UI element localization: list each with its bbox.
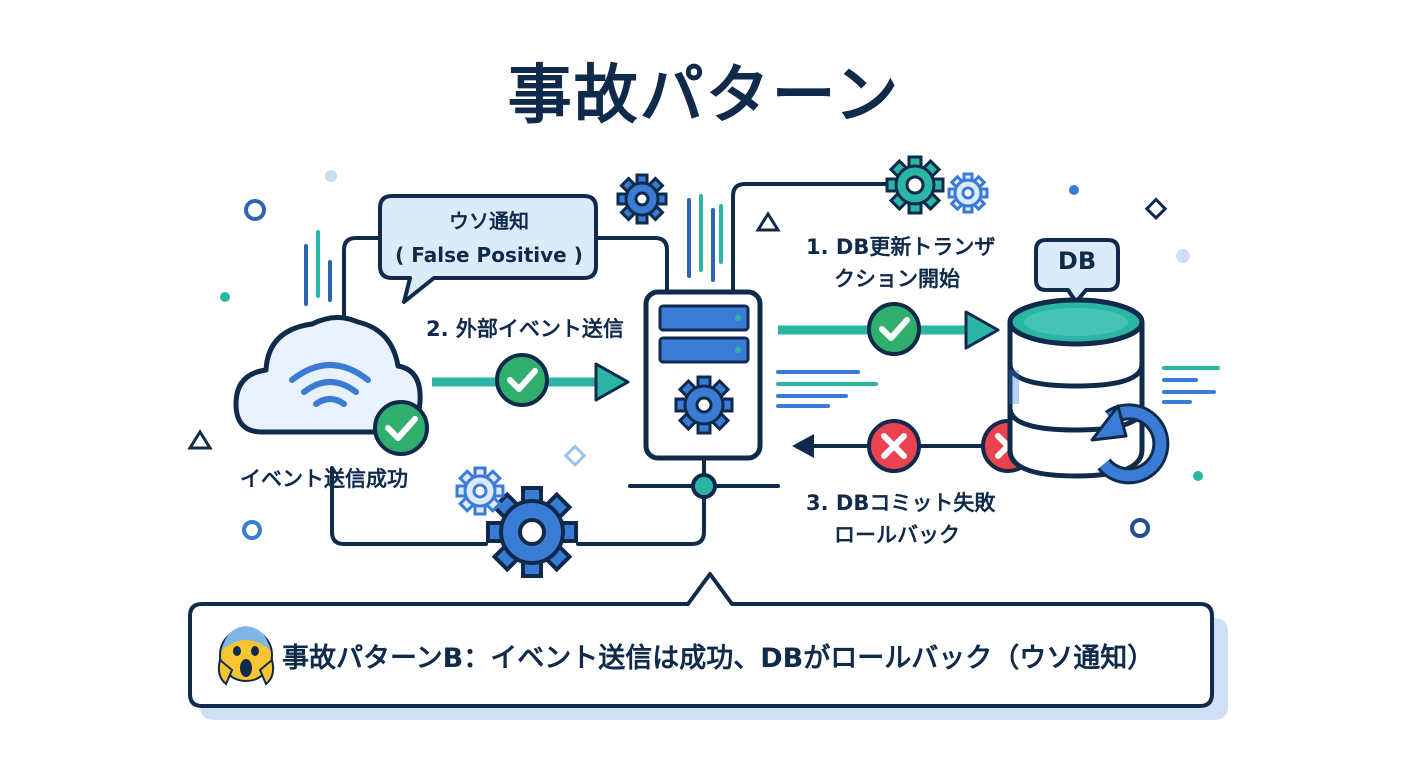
gear-icon-bottom-small bbox=[455, 466, 505, 516]
gear-icon-top-right-teal bbox=[885, 155, 945, 215]
send-check-icon bbox=[495, 353, 549, 407]
db-tag-label: DB bbox=[1057, 247, 1097, 275]
arrow-commit-failure bbox=[792, 419, 1035, 473]
step1-label-line1-b: ザ bbox=[974, 235, 996, 259]
step1-label-line2: クション開始 bbox=[834, 267, 960, 291]
data-bars-center bbox=[776, 370, 878, 408]
database-icon bbox=[1007, 297, 1145, 479]
signal-bars-left bbox=[304, 230, 332, 306]
junction-node bbox=[691, 473, 717, 499]
transaction-check-icon bbox=[867, 302, 921, 356]
arrow-db-transaction-start bbox=[778, 302, 1000, 356]
footer-message: 事故パターンB：イベント送信は成功、DBがロールバック（ウソ通知） bbox=[282, 643, 1155, 674]
cloud-caption: イベント送信成功 bbox=[240, 467, 408, 491]
footer-callout bbox=[188, 572, 1228, 720]
arrow-send-event bbox=[432, 353, 630, 407]
bubble-line-1: ウソ通知 bbox=[449, 209, 529, 233]
step1-label-line1-a: 1. DB更新トラン bbox=[806, 235, 975, 259]
gear-icon-top-left bbox=[616, 173, 668, 225]
server-gear-icon bbox=[674, 375, 734, 435]
db-tag-bubble bbox=[1034, 238, 1120, 304]
data-bars-right bbox=[1162, 366, 1220, 404]
step2-label: 2. 外部イベント送信 bbox=[426, 317, 624, 341]
server-icon bbox=[643, 289, 763, 461]
step1-label-line1: 1. DB更新トランザ bbox=[806, 232, 995, 262]
cloud-icon bbox=[233, 315, 423, 435]
rollback-icon bbox=[1090, 403, 1170, 485]
step3-label-line2: ロールバック bbox=[834, 523, 960, 547]
false-positive-bubble bbox=[378, 194, 598, 304]
screaming-face-icon bbox=[217, 626, 275, 686]
gear-icon-top-right-small bbox=[947, 172, 989, 214]
decor-dots bbox=[187, 170, 1203, 540]
signal-bars-top bbox=[687, 194, 723, 282]
gear-icon-bottom-large bbox=[486, 486, 578, 578]
step3-label-line1: 3. DBコミット失敗 bbox=[806, 491, 996, 515]
page-title: 事故パターン bbox=[507, 59, 901, 133]
bubble-line-2: ( False Positive ) bbox=[395, 243, 583, 267]
cloud-success-check-icon bbox=[373, 400, 429, 456]
